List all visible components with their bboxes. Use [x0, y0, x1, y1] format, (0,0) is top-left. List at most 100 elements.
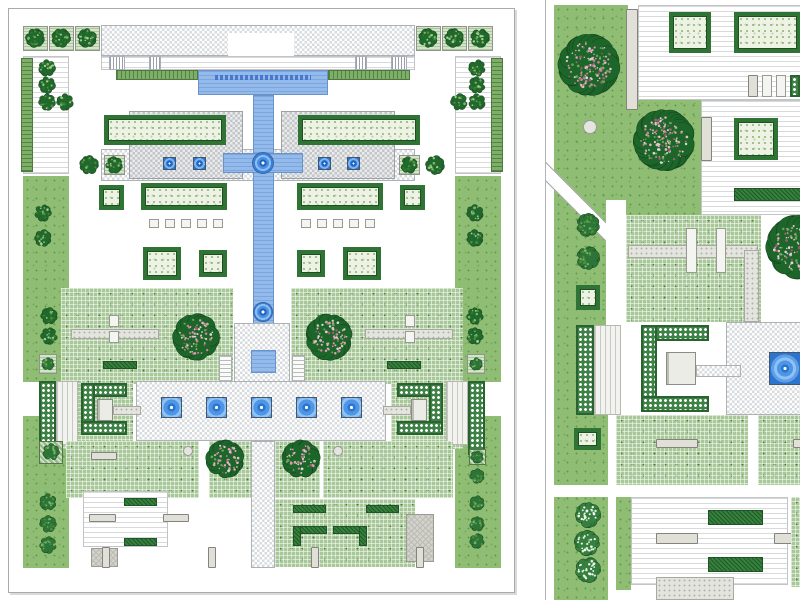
railing [391, 56, 407, 70]
shrub-icon [39, 515, 57, 533]
tree-icon [468, 93, 486, 110]
bench [89, 514, 116, 522]
shrub-icon [470, 450, 484, 464]
pergola-pier [301, 219, 311, 228]
pier [405, 315, 415, 327]
parterre-bed [199, 250, 227, 277]
flowering-shrub-icon [573, 529, 600, 557]
shrub-icon [42, 443, 60, 460]
hedge-row [359, 526, 367, 546]
bench [102, 547, 110, 568]
water-basin [198, 70, 328, 95]
tree-icon [466, 307, 484, 325]
pavilion [97, 399, 113, 421]
bench [311, 547, 319, 568]
planter [748, 75, 758, 97]
bench [701, 117, 712, 161]
bench [656, 439, 698, 448]
hedge-row [708, 510, 763, 525]
pergola-pier [365, 219, 375, 228]
parterre-bed [400, 185, 425, 210]
flowering-tree-icon [632, 109, 695, 171]
tree-icon [38, 59, 56, 77]
gravel-path [383, 406, 411, 415]
shrub-icon [469, 495, 485, 511]
axis-walk [251, 441, 275, 568]
pier [109, 315, 119, 327]
hedge-row [293, 505, 326, 513]
pier [686, 228, 697, 273]
lawn-strip [616, 497, 631, 590]
tree-icon [34, 204, 52, 222]
flowering-tree-icon [172, 313, 220, 361]
flowering-tree-icon [205, 439, 245, 479]
parterre-bed [104, 115, 226, 145]
knot-hedge-bar [641, 325, 657, 412]
knot-bed [39, 381, 56, 455]
bench [416, 547, 424, 568]
bench [774, 533, 800, 544]
pavilion [411, 399, 427, 421]
lawn-sliver [791, 497, 800, 587]
hedge-row [366, 505, 399, 513]
railing [149, 56, 161, 70]
tree-icon [450, 93, 468, 111]
steps [292, 355, 305, 387]
pergola-pier [181, 219, 191, 228]
parterre-bed [297, 183, 383, 210]
hedge-row [293, 526, 301, 546]
pier [716, 228, 726, 273]
gravel-path [744, 250, 759, 322]
parterre-bed [576, 285, 600, 310]
tree-icon [468, 59, 486, 77]
fountain-basin [296, 397, 317, 418]
tree-icon [425, 155, 445, 175]
fountain [253, 302, 273, 322]
bench [656, 533, 698, 544]
tree-icon [38, 93, 56, 111]
lawn-block [758, 415, 800, 485]
hedge-band [328, 70, 410, 80]
tree-icon [77, 28, 97, 48]
shrub-icon [577, 246, 600, 270]
pergola-pier [317, 219, 327, 228]
hedge-row [124, 538, 157, 546]
knot-hedge-bar [397, 421, 443, 435]
parterre-bed [141, 183, 227, 210]
shrub-icon [39, 493, 57, 511]
parterre-bed [298, 115, 420, 145]
hedge-row [387, 361, 421, 369]
canal-basin [251, 350, 276, 373]
bench [91, 452, 117, 460]
pergola-pier [165, 219, 175, 228]
shrub-icon [469, 516, 485, 532]
tree-icon [51, 28, 71, 48]
parterre-bed [297, 250, 325, 277]
path [606, 200, 626, 325]
fountain-basin [769, 352, 800, 385]
knot-garden [81, 383, 127, 435]
tree-icon [79, 155, 99, 175]
pier [405, 331, 415, 343]
steps [219, 355, 232, 387]
fountain-basin [161, 397, 182, 418]
fountain-basin [251, 397, 272, 418]
flowering-tree-icon [281, 439, 321, 478]
detail-plan-sheet [545, 0, 800, 600]
round-planter [583, 120, 597, 134]
parterre-bed [669, 12, 711, 53]
tree-icon [418, 28, 438, 48]
round-planter [183, 446, 193, 456]
entry-recess [228, 33, 294, 56]
fountain-basin [341, 397, 362, 418]
tree-icon [40, 327, 58, 345]
fountain-basin [347, 157, 360, 170]
hedge-row [124, 498, 157, 506]
knot-bed [576, 325, 594, 415]
garden-wall [626, 9, 638, 110]
walk [594, 325, 621, 415]
pergola-pier [149, 219, 159, 228]
path [554, 485, 800, 497]
tree-icon [56, 93, 74, 111]
round-planter [333, 446, 343, 456]
